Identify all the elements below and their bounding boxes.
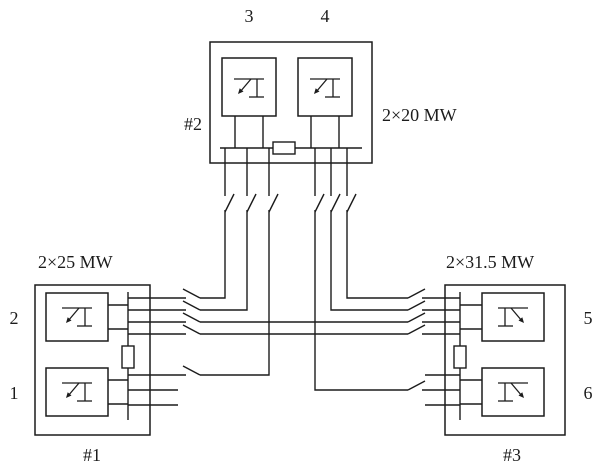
station-2-outline <box>209 41 373 164</box>
station-2-generator-leads <box>234 116 340 148</box>
line-s2-s1-a-switches <box>182 193 235 299</box>
station-3-name: #3 <box>503 445 521 465</box>
generator-2-symbol <box>61 307 93 327</box>
generator-4-box <box>297 57 353 117</box>
line-s2-s3-c-switches <box>346 193 426 299</box>
generator-1-number: 1 <box>10 383 19 403</box>
line-s2-s1-c <box>128 148 270 376</box>
generator-2-number: 2 <box>10 308 19 328</box>
transmission-network <box>128 148 460 391</box>
line-s2-s3-a-switches <box>314 193 426 391</box>
tie-line-a-switches <box>182 312 426 323</box>
station-3 <box>425 284 566 436</box>
generator-6-box <box>481 367 545 417</box>
generator-3-symbol <box>233 78 265 98</box>
generator-6-symbol <box>497 382 529 402</box>
generator-1-symbol <box>61 382 93 402</box>
generator-2-box <box>45 292 109 342</box>
generator-1-box <box>45 367 109 417</box>
line-s2-s1-b <box>128 148 248 311</box>
generator-4-symbol <box>309 78 341 98</box>
station-1-bus-reactor <box>121 345 135 369</box>
line-s2-s3-b-switches <box>330 193 426 311</box>
tie-line-b-switches <box>182 324 426 335</box>
station-3-bus-reactor <box>453 345 467 369</box>
line-s2-s3-c <box>346 148 460 299</box>
line-s2-s1-c-switches <box>182 193 279 376</box>
line-s2-s3-a <box>314 148 460 391</box>
line-s2-s3-b <box>330 148 460 311</box>
generator-4-number: 4 <box>321 6 330 26</box>
line-s2-s1-b-switches <box>182 193 257 311</box>
station-3-generator-leads <box>460 304 482 405</box>
station-1-outline <box>34 284 151 436</box>
station-3-capacity: 2×31.5 MW <box>446 252 534 272</box>
generator-3-number: 3 <box>245 6 254 26</box>
station-2-bus-reactor <box>272 141 296 155</box>
station-1-capacity: 2×25 MW <box>38 252 113 272</box>
station-1-generator-leads <box>108 304 128 405</box>
station-2-name: #2 <box>184 114 202 134</box>
generator-5-number: 5 <box>584 308 593 328</box>
generator-6-number: 6 <box>584 383 593 403</box>
generator-3-box <box>221 57 277 117</box>
station-3-feeder-stubs <box>425 374 460 406</box>
station-1-feeder-stubs <box>128 389 178 406</box>
station-1 <box>34 284 178 436</box>
line-s2-s1-a <box>128 148 226 299</box>
station-3-outline <box>444 284 566 436</box>
station-2 <box>209 41 373 164</box>
generator-5-box <box>481 292 545 342</box>
labels: 3 4 #2 2×20 MW 2×25 MW 2 1 #1 2×31.5 MW … <box>10 6 593 465</box>
station-1-name: #1 <box>83 445 101 465</box>
station-2-capacity: 2×20 MW <box>382 105 457 125</box>
generator-5-symbol <box>497 307 529 327</box>
